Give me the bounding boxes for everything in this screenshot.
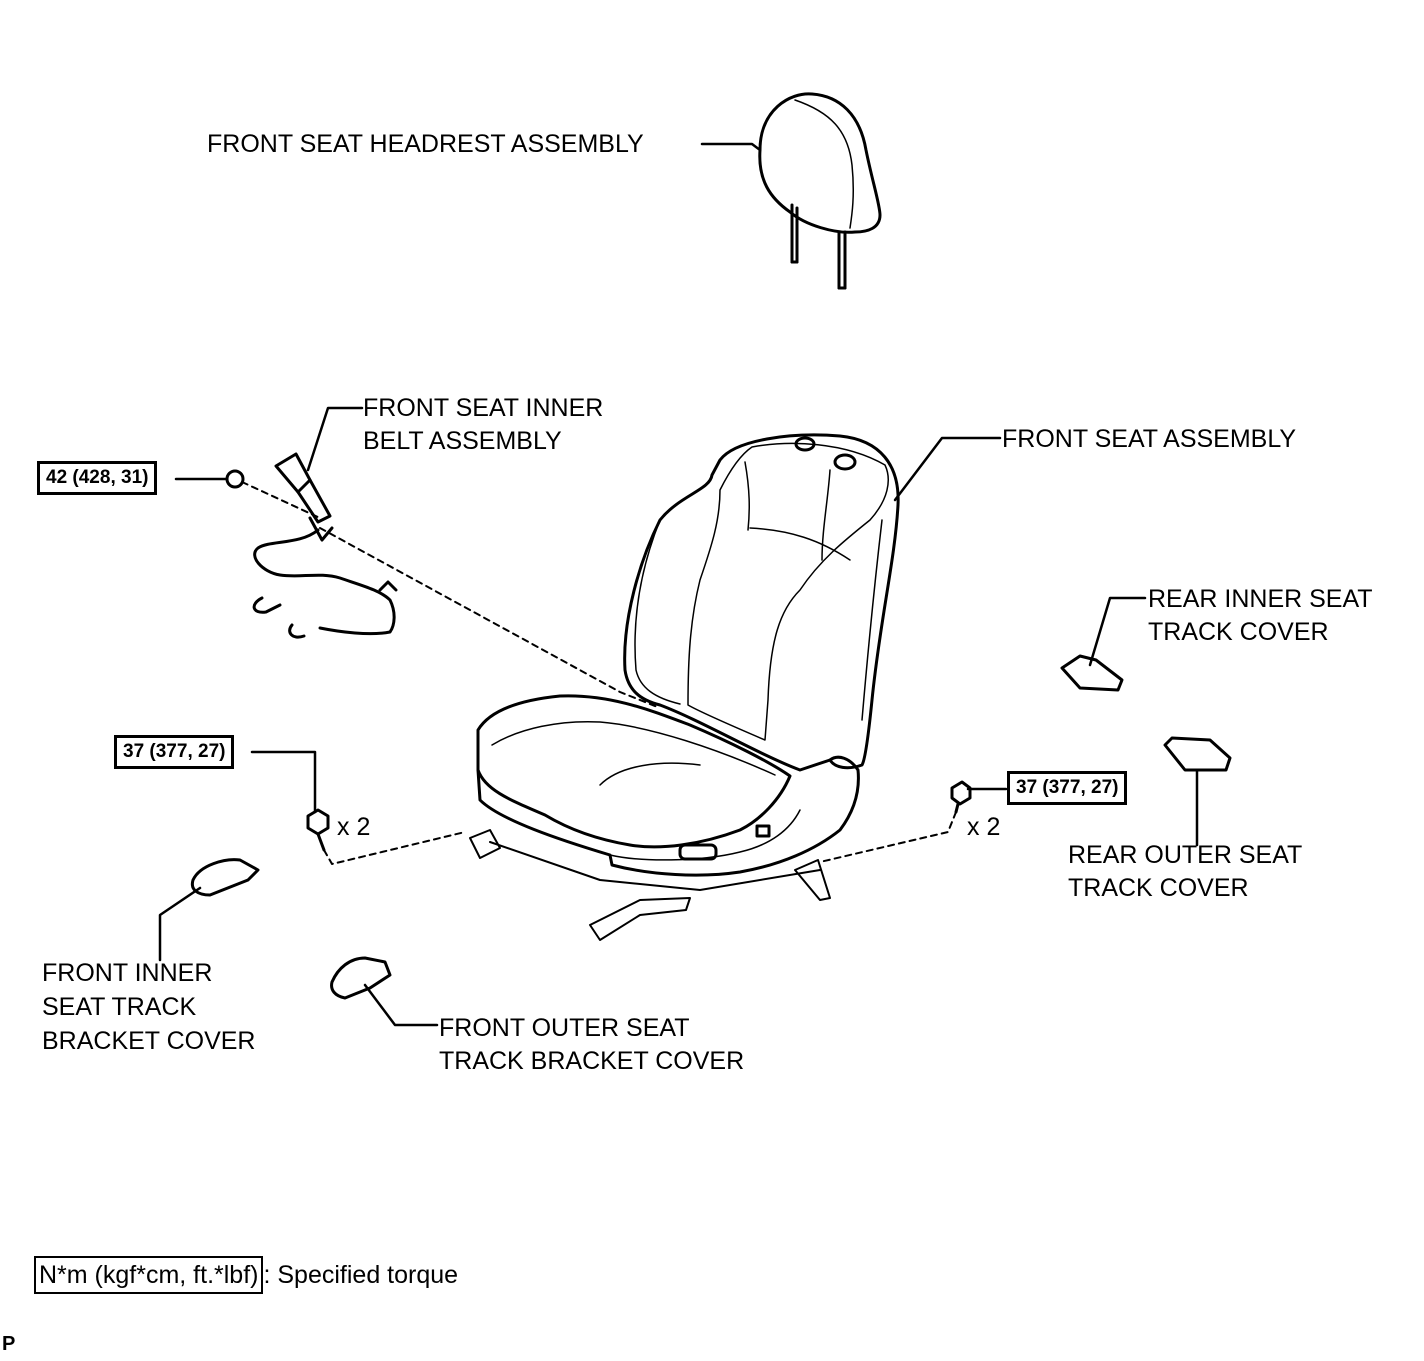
figure-id: P	[2, 1333, 16, 1355]
torque-legend: N*m (kgf*cm, ft.*lbf): Specified torque	[34, 1256, 458, 1294]
legend-text: : Specified torque	[263, 1261, 459, 1289]
leader-lines	[158, 142, 1199, 1027]
seat-illustration	[469, 433, 900, 941]
label-rear-outer-cover-line1: REAR OUTER SEAT	[1068, 841, 1303, 869]
front-bolt-illustration	[306, 808, 330, 852]
rear-inner-cover-illustration	[1060, 654, 1124, 692]
rear-bolt-illustration	[950, 780, 972, 814]
front-inner-cover-illustration	[190, 858, 260, 897]
torque-belt-nut: 42 (428, 31)	[37, 461, 158, 495]
label-front-outer-cover-line2: TRACK BRACKET COVER	[439, 1047, 745, 1075]
label-rear-inner-cover-line2: TRACK COVER	[1148, 618, 1329, 646]
headrest-illustration	[758, 92, 882, 290]
label-front-inner-cover-line2: SEAT TRACK	[42, 993, 197, 1021]
label-front-inner-cover-line1: FRONT INNER	[42, 959, 213, 987]
label-headrest: FRONT SEAT HEADREST ASSEMBLY	[207, 130, 644, 158]
torque-front-bolts: 37 (377, 27)	[114, 735, 235, 769]
label-seat-assembly: FRONT SEAT ASSEMBLY	[1002, 425, 1297, 453]
qty-rear-bolts: x 2	[967, 813, 1001, 841]
legend-unit-box: N*m (kgf*cm, ft.*lbf)	[34, 1256, 264, 1294]
label-front-inner-cover-line3: BRACKET COVER	[42, 1027, 256, 1055]
label-front-outer-cover-line1: FRONT OUTER SEAT	[439, 1014, 690, 1042]
label-rear-inner-cover-line1: REAR INNER SEAT	[1148, 585, 1373, 613]
label-rear-outer-cover-line2: TRACK COVER	[1068, 874, 1249, 902]
front-outer-cover-illustration	[330, 956, 392, 1000]
rear-outer-cover-illustration	[1163, 736, 1232, 772]
installation-lines	[241, 481, 957, 865]
qty-front-bolts: x 2	[337, 813, 371, 841]
label-inner-belt-line2: BELT ASSEMBLY	[363, 427, 562, 455]
inner-belt-illustration	[252, 452, 398, 639]
torque-rear-bolts: 37 (377, 27)	[1007, 771, 1128, 805]
label-inner-belt-line1: FRONT SEAT INNER	[363, 394, 604, 422]
belt-nut-illustration	[225, 469, 245, 489]
